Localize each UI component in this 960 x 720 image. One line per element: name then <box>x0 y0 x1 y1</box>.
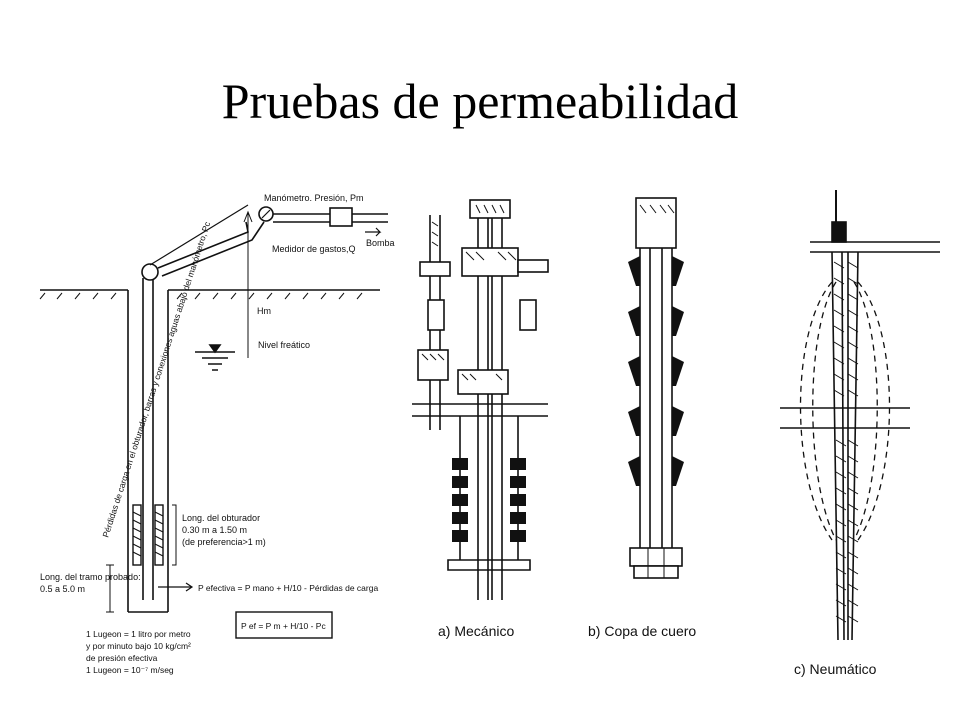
label-lugeon-2: y por minuto bajo 10 kg/cm² <box>86 641 191 651</box>
inflatable-bladder <box>799 281 891 541</box>
packer-leather-cup <box>628 197 684 579</box>
borehole-labels: Manómetro. Presión, Pm Medidor de gastos… <box>40 193 395 675</box>
slide-title: Pruebas de permeabilidad <box>221 73 739 129</box>
label-formula: P ef = P m + H/10 - Pc <box>241 621 326 631</box>
label-long-obturador-2: 0.30 m a 1.50 m <box>182 525 247 535</box>
label-long-obturador-3: (de preferencia>1 m) <box>182 537 266 547</box>
rubber-rings <box>452 458 526 542</box>
label-p-efectiva: P efectiva = P mano + H/10 - Pérdidas de… <box>198 583 378 593</box>
packer-pneumatic <box>780 190 940 641</box>
caption-mecanico: a) Mecánico <box>438 623 514 639</box>
leather-cups <box>628 256 684 486</box>
label-lugeon-1: 1 Lugeon = 1 litro por metro <box>86 629 191 639</box>
label-long-obturador-1: Long. del obturador <box>182 513 260 523</box>
label-long-tramo-1: Long. del tramo probado: <box>40 572 141 582</box>
packer-mechanical <box>412 199 549 600</box>
label-hm: Hm <box>257 306 271 316</box>
drill-rod <box>142 278 154 600</box>
label-lugeon-4: 1 Lugeon = 10⁻⁷ m/seg <box>86 665 174 675</box>
label-bomba: Bomba <box>366 238 395 248</box>
label-medidor: Medidor de gastos,Q <box>272 244 356 254</box>
label-long-tramo-2: 0.5 a 5.0 m <box>40 584 85 594</box>
borehole-setup <box>39 204 388 639</box>
borehole-wall <box>127 290 169 613</box>
label-manometro: Manómetro. Presión, Pm <box>264 193 364 203</box>
label-nivel: Nivel freático <box>258 340 310 350</box>
packer <box>132 504 164 566</box>
caption-neumatico: c) Neumático <box>794 661 877 677</box>
flow-meter <box>329 207 353 227</box>
caption-copa-cuero: b) Copa de cuero <box>588 623 696 639</box>
formula-box <box>235 611 333 639</box>
label-lugeon-3: de presión efectiva <box>86 653 158 663</box>
water-table-symbol <box>195 344 235 371</box>
swivel-head <box>141 263 159 281</box>
